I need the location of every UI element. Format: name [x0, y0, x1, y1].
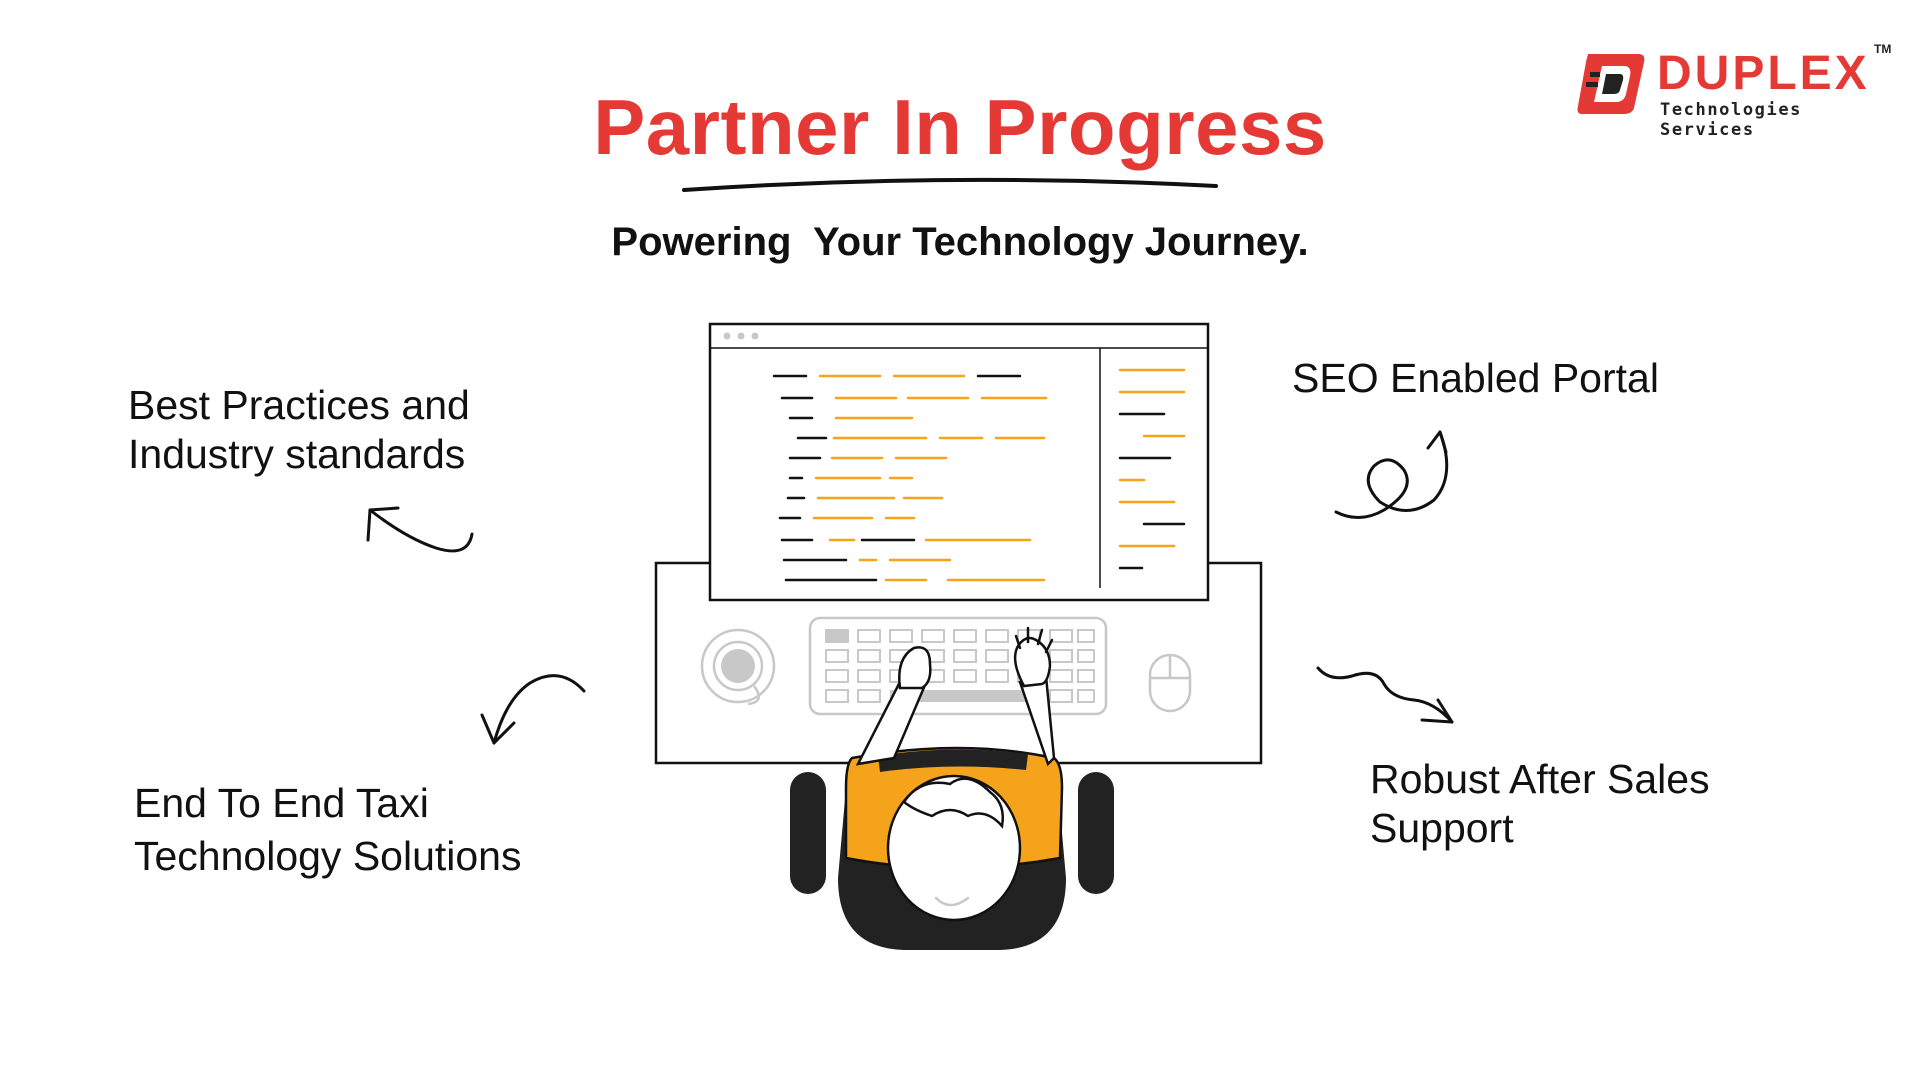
feature-seo: SEO Enabled Portal — [1292, 354, 1659, 403]
duplex-logo: DUPLEX TM Technologies Services — [1572, 42, 1892, 140]
feature-best-practices: Best Practices and Industry standards — [128, 381, 470, 479]
logo-brand: DUPLEX — [1657, 47, 1870, 100]
mouse-icon — [1148, 653, 1192, 713]
feature-support-line-1: Robust After Sales — [1370, 756, 1710, 802]
feature-support: Robust After Sales Support — [1370, 755, 1710, 853]
feature-end-to-end: End To End Taxi Technology Solutions — [134, 777, 521, 884]
feature-best-practices-line-2: Industry standards — [128, 431, 466, 478]
curly-arrow-icon — [366, 506, 474, 553]
feature-support-line-2: Support — [1370, 805, 1514, 852]
duplex-d-logo-icon — [1577, 54, 1645, 114]
logo-trademark: TM — [1874, 42, 1892, 56]
loop-arrow-icon — [1334, 430, 1449, 519]
curved-arrow-down-icon — [480, 674, 586, 745]
coffee-cup-icon — [700, 628, 776, 706]
squiggle-arrow-icon — [1316, 666, 1454, 724]
person — [844, 626, 1064, 922]
feature-end-to-end-line-2: Technology Solutions — [134, 833, 522, 880]
monitor-icon — [708, 322, 1210, 602]
feature-best-practices-line-1: Best Practices and — [128, 382, 470, 428]
logo-tagline: Technologies Services — [1660, 100, 1803, 140]
feature-seo-line-1: SEO Enabled Portal — [1292, 355, 1659, 401]
developer-at-desk-illustration — [654, 322, 1263, 950]
feature-end-to-end-line-1: End To End Taxi — [134, 780, 429, 826]
page-subtitle: Powering Your Technology Journey. — [611, 220, 1309, 264]
title-underline — [682, 177, 1218, 192]
page-title: Partner In Progress — [593, 83, 1327, 171]
